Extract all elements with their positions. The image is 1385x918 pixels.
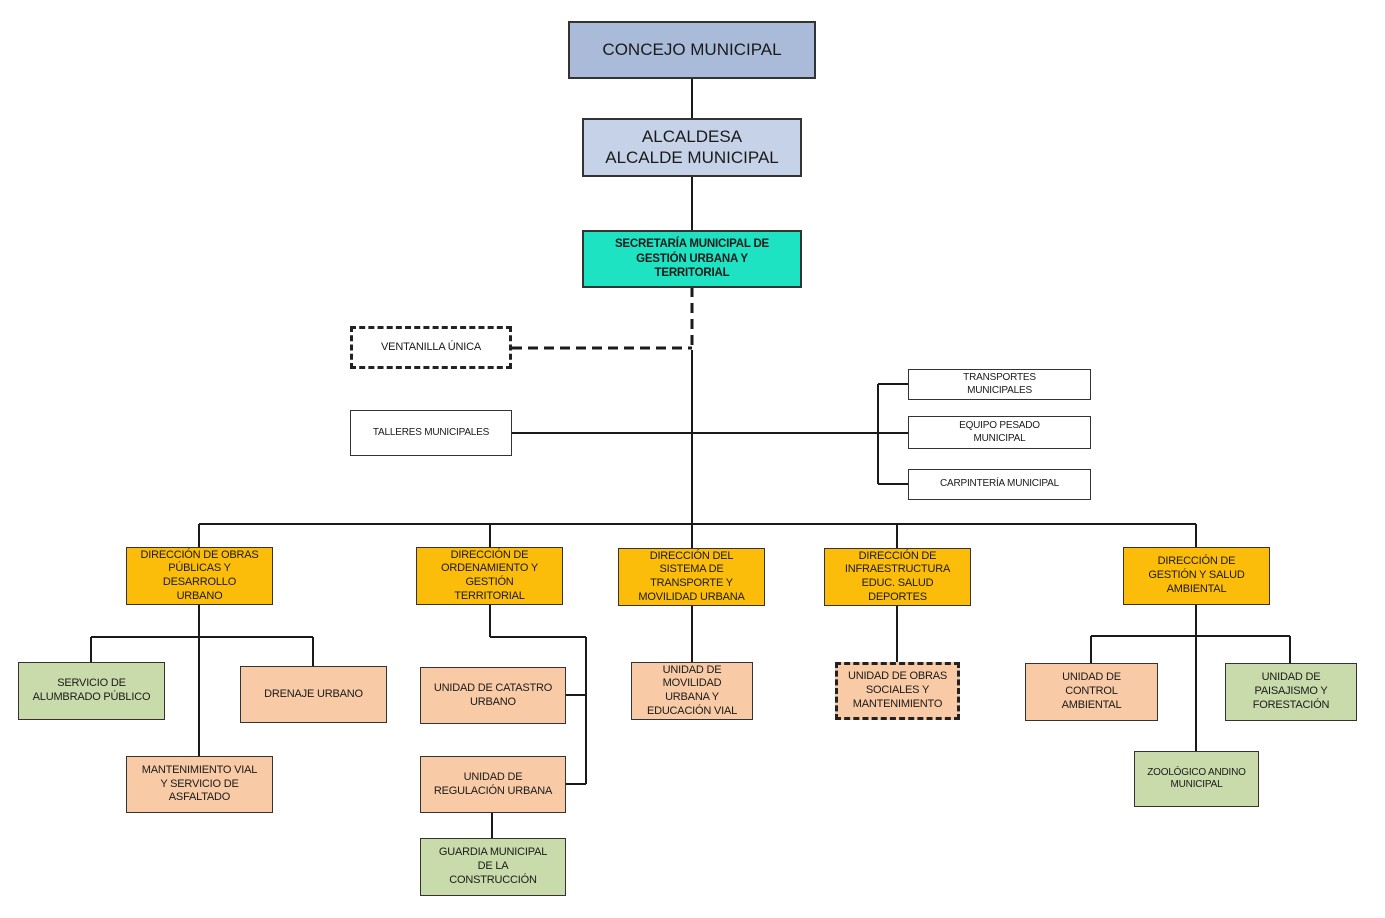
- node-carpinteria: CARPINTERÍA MUNICIPAL: [908, 469, 1091, 500]
- node-obras-sociales: UNIDAD DE OBRAS SOCIALES Y MANTENIMIENTO: [835, 662, 960, 720]
- node-dir-transporte: DIRECCIÓN DEL SISTEMA DE TRANSPORTE Y MO…: [618, 548, 765, 606]
- node-transportes-municipales: TRANSPORTES MUNICIPALES: [908, 369, 1091, 400]
- node-dir-ambiental: DIRECCIÓN DE GESTIÓN Y SALUD AMBIENTAL: [1123, 547, 1270, 605]
- node-alumbrado-publico: SERVICIO DE ALUMBRADO PÚBLICO: [18, 662, 165, 720]
- node-paisajismo: UNIDAD DE PAISAJISMO Y FORESTACIÓN: [1225, 663, 1357, 721]
- node-equipo-pesado: EQUIPO PESADO MUNICIPAL: [908, 416, 1091, 449]
- node-concejo-municipal: CONCEJO MUNICIPAL: [568, 21, 816, 79]
- node-catastro-urbano: UNIDAD DE CATASTRO URBANO: [420, 667, 566, 724]
- node-ventanilla-unica: VENTANILLA ÚNICA: [350, 326, 512, 369]
- node-dir-obras: DIRECCIÓN DE OBRAS PÚBLICAS Y DESARROLLO…: [126, 547, 273, 605]
- node-movilidad-urbana: UNIDAD DE MOVILIDAD URBANA Y EDUCACIÓN V…: [631, 662, 753, 720]
- node-drenaje-urbano: DRENAJE URBANO: [240, 666, 387, 723]
- node-mantenimiento-vial: MANTENIMIENTO VIAL Y SERVICIO DE ASFALTA…: [126, 756, 273, 813]
- node-alcalde-municipal: ALCALDESA ALCALDE MUNICIPAL: [582, 118, 802, 177]
- node-talleres-municipales: TALLERES MUNICIPALES: [350, 410, 512, 456]
- node-zoologico-andino: ZOOLÓGICO ANDINO MUNICIPAL: [1134, 751, 1259, 807]
- node-control-ambiental: UNIDAD DE CONTROL AMBIENTAL: [1025, 663, 1158, 721]
- node-regulacion-urbana: UNIDAD DE REGULACIÓN URBANA: [420, 756, 566, 813]
- node-dir-ordenamiento: DIRECCIÓN DE ORDENAMIENTO Y GESTIÓN TERR…: [416, 547, 563, 605]
- node-dir-infraestructura: DIRECCIÓN DE INFRAESTRUCTURA EDUC. SALUD…: [824, 548, 971, 606]
- node-guardia-municipal: GUARDIA MUNICIPAL DE LA CONSTRUCCIÓN: [420, 838, 566, 896]
- node-secretaria: SECRETARÍA MUNICIPAL DE GESTIÓN URBANA Y…: [582, 230, 802, 288]
